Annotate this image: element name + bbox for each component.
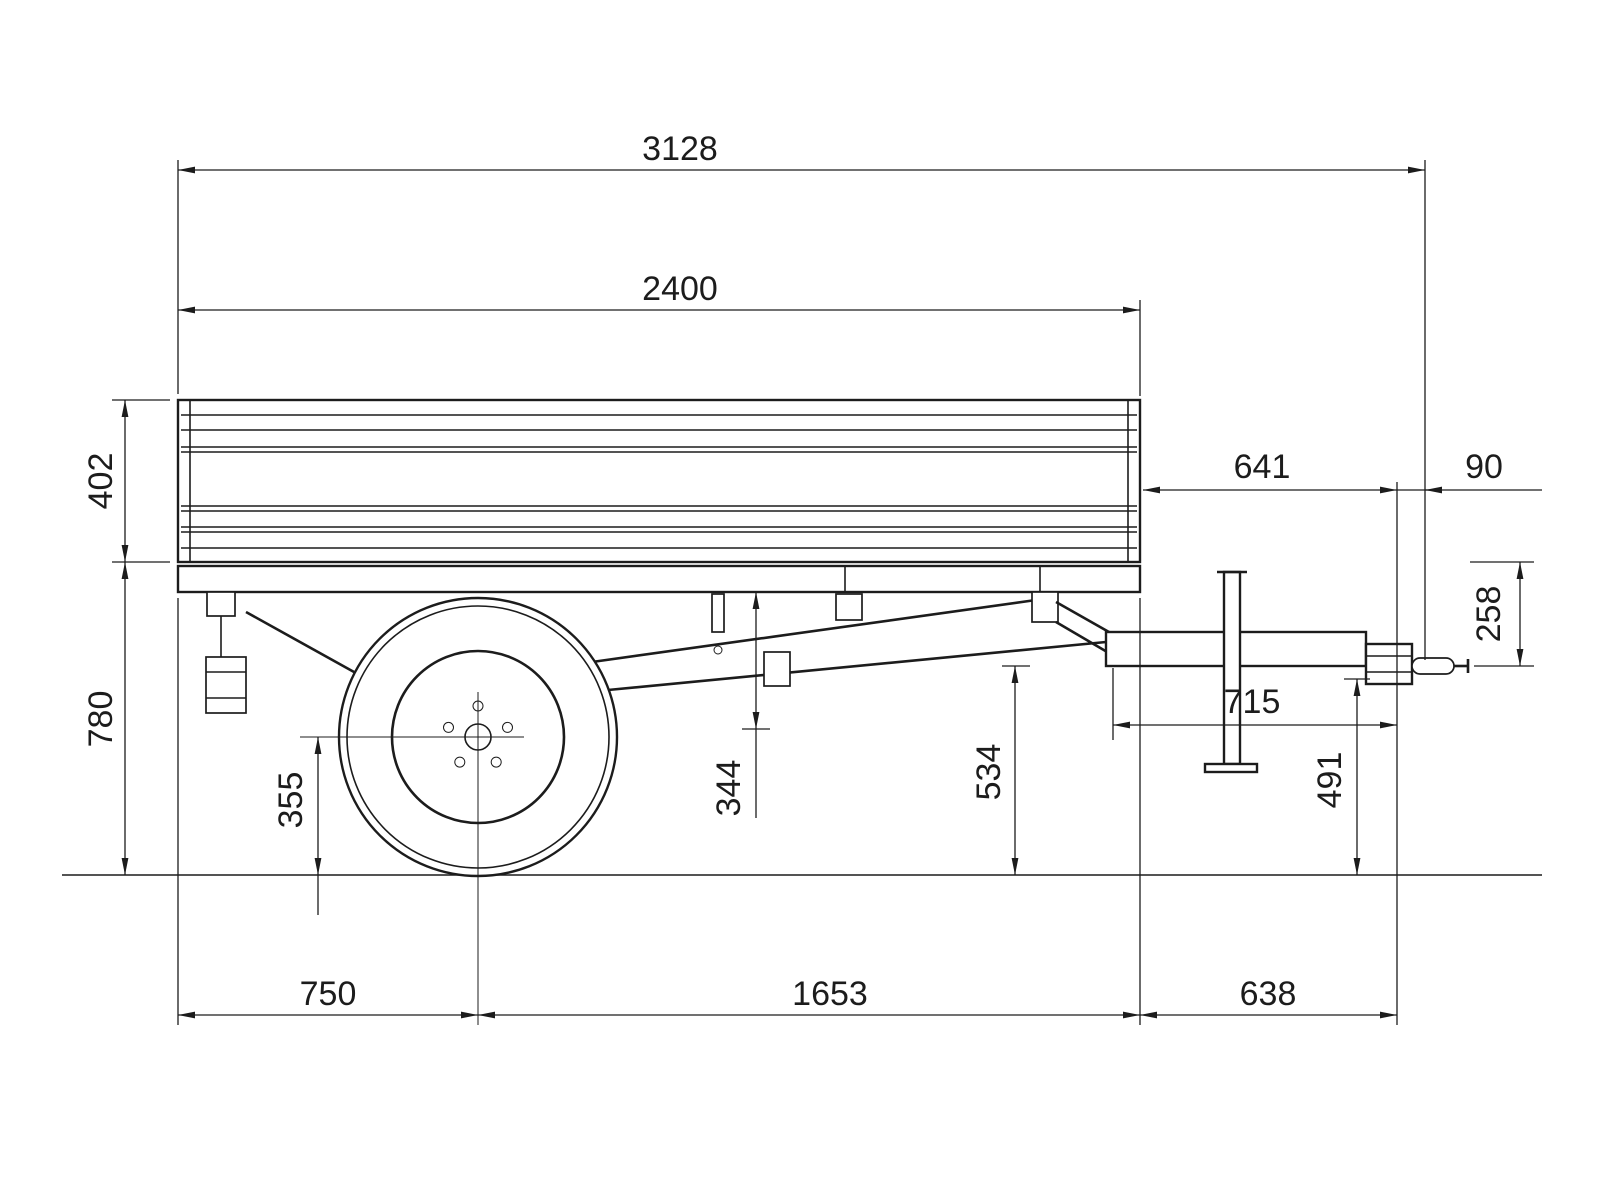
- dim-label-axle-to-bed-rear: 1653: [792, 975, 868, 1013]
- rear-hanger-bracket: [1031, 591, 1059, 623]
- dim-rear-to-hitch-plate: 641: [1143, 448, 1397, 494]
- dim-bed-length: 2400: [178, 270, 1140, 314]
- dim-overall-length: 3128: [178, 130, 1425, 174]
- dim-frame-to-axle: 344: [710, 592, 760, 818]
- dim-label-front-overhang: 750: [300, 975, 357, 1013]
- front-leaf-spring: [245, 610, 355, 674]
- lug-bolt: [502, 721, 513, 733]
- dim-label-hitch-eye-height: 491: [1311, 752, 1349, 809]
- dim-label-hitch-eye-length: 90: [1465, 448, 1503, 486]
- dim-axle-height: 355: [272, 737, 322, 915]
- dim-label-sideboard-height: 402: [82, 453, 120, 510]
- lug-bolt: [454, 756, 466, 768]
- dim-hitch-eye-length: 90: [1397, 448, 1542, 494]
- dim-label-beam-clearance: 534: [970, 744, 1008, 801]
- tipping-pivot-pin: [711, 593, 725, 633]
- chassis-diagonal-upper: [591, 598, 1037, 664]
- center-bracket: [763, 651, 791, 687]
- dim-hitch-drop: 258: [1470, 562, 1524, 666]
- frame-bracket: [835, 593, 863, 621]
- dim-axle-to-bed-rear: 1653: [478, 975, 1140, 1019]
- dim-label-bed-height: 780: [82, 691, 120, 748]
- jack-foot-plate: [1203, 762, 1259, 774]
- sideboard-outline: [176, 398, 1142, 564]
- jack-post: [1222, 570, 1242, 766]
- support-jack: [1203, 570, 1259, 774]
- dim-hitch-plate-to-beam: 715: [1113, 683, 1397, 729]
- hitch-coupling-block: [1364, 642, 1414, 686]
- front-axle-bracket: [205, 656, 247, 714]
- dim-hitch-eye-height: 491: [1311, 679, 1361, 875]
- dim-label-hitch-plate-to-beam: 715: [1224, 683, 1281, 721]
- dim-label-hitch-drop: 258: [1470, 586, 1508, 643]
- chassis-diagonal-lower: [607, 640, 1107, 692]
- dimension-annotations: 3128 2400 402 780 641 90 258: [82, 130, 1542, 1019]
- dim-front-overhang: 750: [178, 975, 478, 1019]
- drawbar-v-upper: [1055, 600, 1117, 638]
- dim-label-drawbar-length: 638: [1240, 975, 1297, 1013]
- dim-label-axle-height: 355: [272, 772, 310, 829]
- drawbar-assembly: [1031, 591, 1470, 686]
- bed-frame-rail: [176, 564, 1142, 594]
- dim-label-frame-to-axle: 344: [710, 760, 748, 817]
- dim-label-bed-length: 2400: [642, 270, 718, 308]
- dim-drawbar-length: 638: [1140, 975, 1397, 1019]
- drawbar-v-lower: [1055, 620, 1115, 658]
- dim-label-overall-length: 3128: [642, 130, 718, 168]
- dim-beam-clearance: 534: [970, 666, 1019, 875]
- lug-bolt: [490, 756, 502, 768]
- lug-bolt: [443, 721, 454, 733]
- dim-label-rear-to-hitch-plate: 641: [1234, 448, 1291, 486]
- trailer-bed: [176, 398, 1142, 594]
- front-spring-hanger: [206, 591, 236, 617]
- dim-bed-height: 780: [82, 562, 129, 875]
- pivot-hole: [713, 645, 723, 655]
- dim-sideboard-height: 402: [82, 400, 129, 562]
- tow-eye: [1411, 657, 1455, 675]
- undercarriage: [205, 591, 1107, 714]
